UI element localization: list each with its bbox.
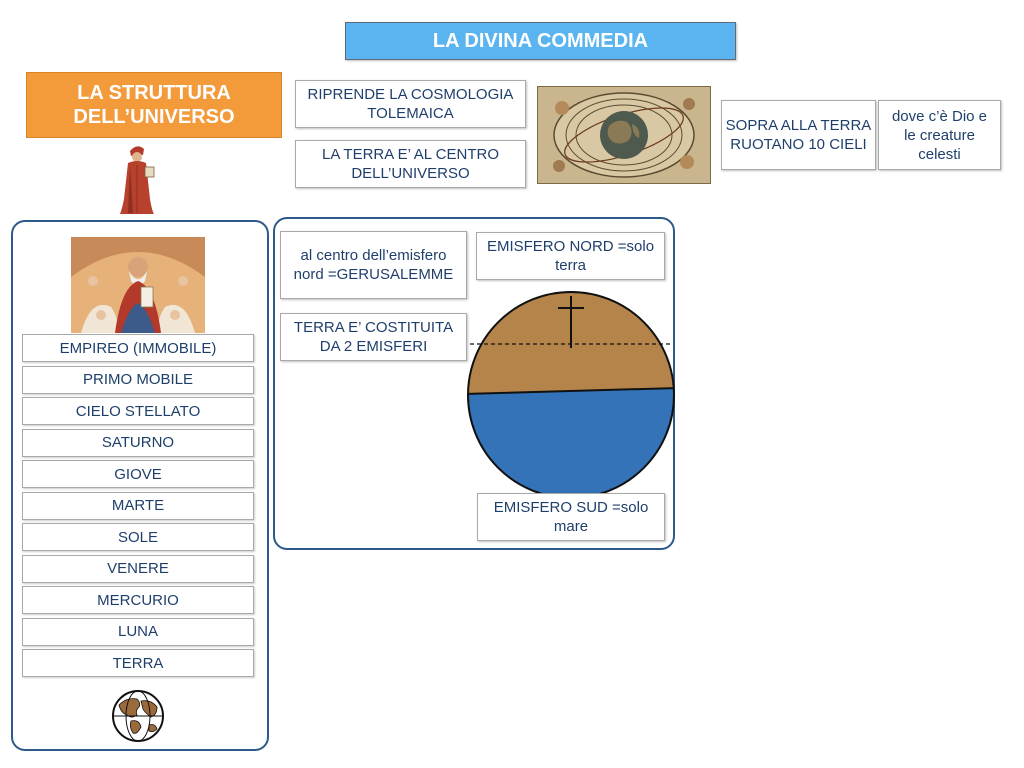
north-hemisphere-box: EMISFERO NORD =solo terra	[476, 232, 665, 280]
heaven-item: LUNA	[22, 617, 254, 646]
south-hemisphere-box: EMISFERO SUD =solo mare	[477, 493, 665, 541]
equator-line	[468, 387, 674, 395]
heaven-item: MERCURIO	[22, 586, 254, 614]
god-creatures-box: dove c’è Dio e le creature celesti	[878, 100, 1001, 170]
globe-icon	[112, 690, 164, 742]
heaven-item: SATURNO	[22, 428, 254, 457]
cosmology-ptolemaic-box: RIPRENDE LA COSMOLOGIA TOLEMAICA	[295, 80, 526, 128]
heaven-item: SOLE	[22, 523, 254, 551]
dante-figure	[120, 146, 155, 214]
earth-center-box: LA TERRA E’ AL CENTRO DELL’UNIVERSO	[295, 140, 526, 188]
heaven-item: PRIMO MOBILE	[22, 365, 254, 394]
heaven-item: EMPIREO (IMMOBILE)	[22, 334, 254, 362]
section-label: LA STRUTTURA DELL’UNIVERSO	[26, 72, 282, 138]
heaven-item: MARTE	[22, 491, 254, 520]
heaven-item: GIOVE	[22, 460, 254, 488]
earth-hemispheres-diagram	[467, 291, 675, 499]
page-title: LA DIVINA COMMEDIA	[345, 22, 736, 60]
god-painting-image	[71, 237, 205, 333]
heaven-item: TERRA	[22, 649, 254, 677]
two-hemispheres-box: TERRA E’ COSTITUITA DA 2 EMISFERI	[280, 313, 467, 361]
heaven-item: CIELO STELLATO	[22, 397, 254, 425]
ptolemaic-map-image	[537, 86, 711, 184]
ten-heavens-box: SOPRA ALLA TERRA RUOTANO 10 CIELI	[721, 100, 876, 170]
cross-icon	[558, 296, 584, 348]
jerusalem-box: al centro dell’emisfero nord =GERUSALEMM…	[280, 231, 467, 299]
heaven-item: VENERE	[22, 554, 254, 583]
